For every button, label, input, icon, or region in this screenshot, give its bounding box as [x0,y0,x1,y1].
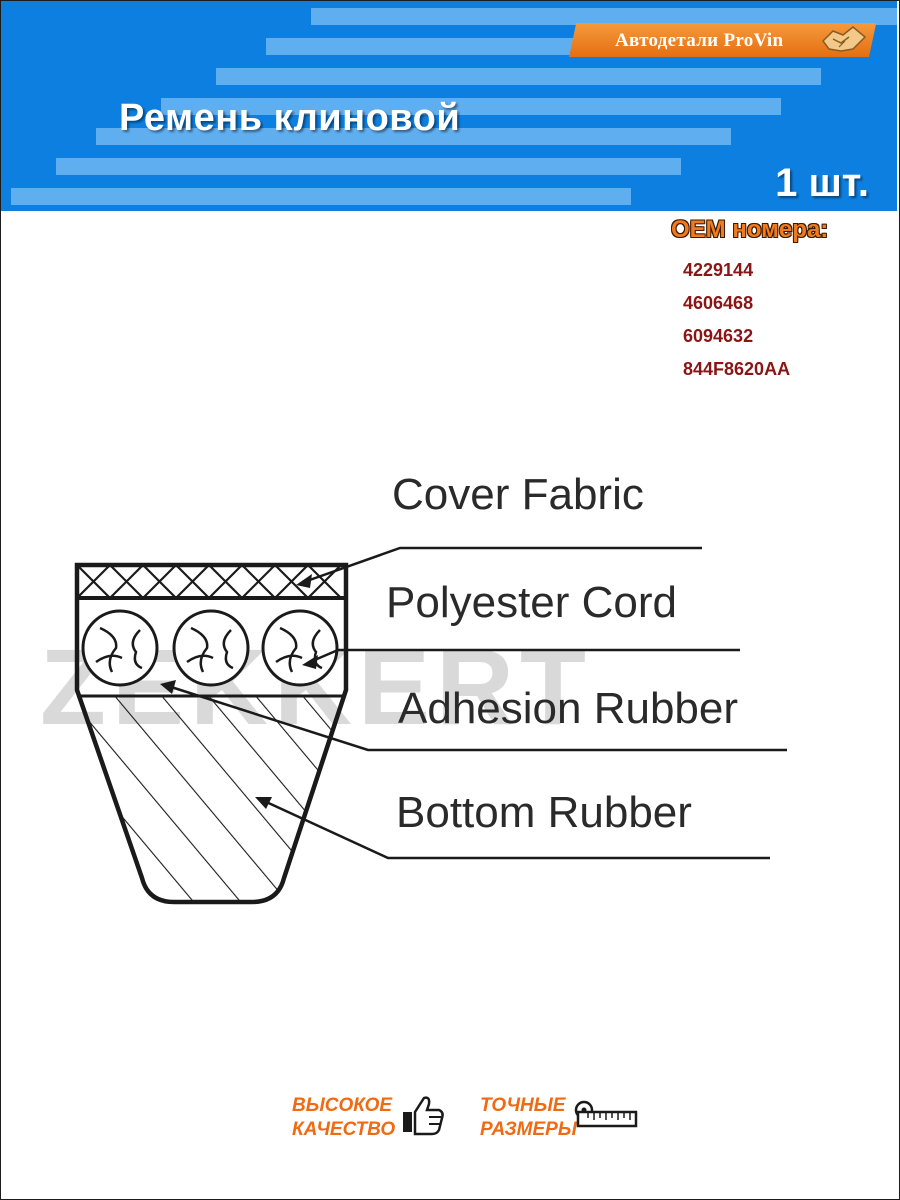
quality-badge: ВЫСОКОЕ КАЧЕСТВО [292,1094,395,1142]
label-cover-fabric: Cover Fabric [392,470,644,519]
oem-heading: OEM номера: [671,216,829,243]
oem-number: 6094632 [683,326,754,346]
banner-stripe [96,128,731,145]
banner-stripe [311,8,897,25]
leader-adhesion-rubber [167,684,787,752]
brand-name: Автодетали ProVin [615,30,784,51]
tape-measure-icon [574,1100,638,1128]
sizes-badge: ТОЧНЫЕ РАЗМЕРЫ [480,1094,577,1142]
label-adhesion-rubber: Adhesion Rubber [398,684,739,733]
leader-cover-fabric [303,546,702,584]
quality-line-2: КАЧЕСТВО [292,1119,396,1140]
oem-number: 4606468 [683,293,754,313]
banner-stripe [56,158,681,175]
label-bottom-rubber: Bottom Rubber [396,788,692,837]
label-polyester-cord: Polyester Cord [386,578,678,627]
quality-line-1: ВЫСОКОЕ [292,1095,393,1116]
cover-fabric-layer [76,564,342,599]
page-title: Ремень клиновой [119,97,461,139]
oem-number: 844F8620AA [683,359,791,379]
oem-number: 4229144 [683,260,754,280]
banner-stripe [161,98,781,115]
sizes-line-2: РАЗМЕРЫ [480,1119,577,1140]
leader-bottom-rubber [261,798,770,860]
quantity-label: 1 шт. [775,161,869,205]
sizes-line-1: ТОЧНЫЕ [480,1095,566,1116]
thumbs-up-icon [403,1096,444,1136]
leader-polyester-cord [309,648,740,664]
polyester-cord-layer [81,609,339,687]
banner-stripe [266,38,636,55]
oem-number-list: 4229144 4606468 6094632 844F8620AA [683,259,790,391]
banner-stripe [216,68,821,85]
banner-stripe [11,188,631,205]
handshake-logo-icon [822,26,867,52]
header-banner: Автодетали ProVin Ремень клиновой 1 шт. [1,1,897,211]
